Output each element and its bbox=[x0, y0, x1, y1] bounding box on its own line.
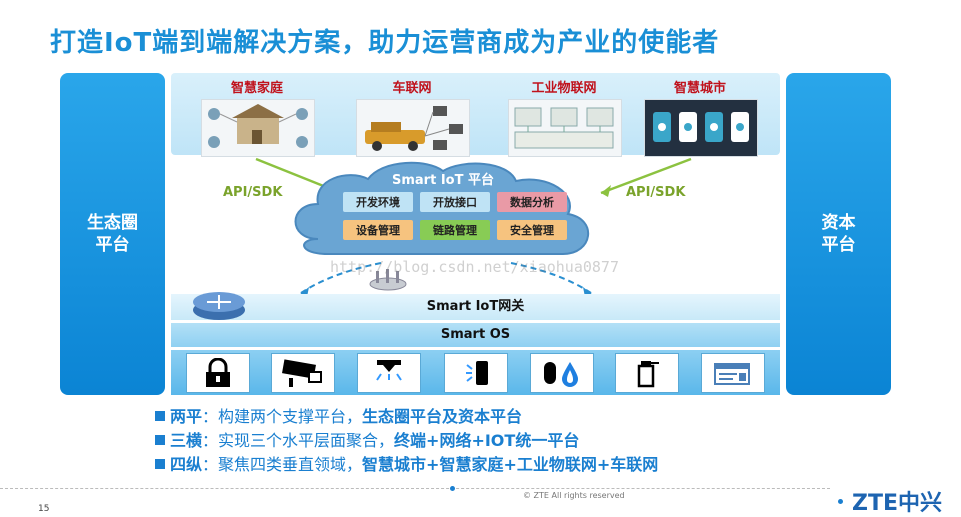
bullet-head: 两平 bbox=[170, 407, 203, 426]
bullet-head: 四纵 bbox=[170, 455, 203, 474]
bullet-item: 三横：实现三个水平层面聚合，终端+网络+IOT统一平台 bbox=[155, 429, 658, 453]
smart-os-layer: Smart OS bbox=[171, 323, 780, 347]
watermark: http://blog.csdn.net/xiaohua0877 bbox=[330, 258, 619, 276]
slide-title: 打造IoT端到端解决方案，助力运营商成为产业的使能者 bbox=[50, 28, 720, 58]
app-smart-home: 智慧家庭 bbox=[201, 77, 315, 157]
app-label: 车联网 bbox=[392, 81, 432, 96]
footer-dot-icon bbox=[838, 499, 843, 504]
module-data-analysis: 数据分析 bbox=[497, 192, 567, 212]
bullet-square-icon bbox=[155, 411, 165, 421]
iot-platform-cloud: Smart IoT 平台 开发环境 开放接口 数据分析 设备管理 链路管理 安全… bbox=[288, 159, 598, 269]
app-industrial-iot: 工业物联网 bbox=[508, 77, 622, 157]
bullet-item: 四纵：聚焦四类垂直领域，智慧城市+智慧家庭+工业物联网+车联网 bbox=[155, 453, 658, 477]
module-security-mgmt: 安全管理 bbox=[497, 220, 567, 240]
platform-title: Smart IoT 平台 bbox=[392, 173, 494, 188]
footer-divider bbox=[0, 488, 830, 490]
connected-car-illustration-icon bbox=[356, 99, 470, 157]
bullet-text: ：构建两个支撑平台， bbox=[202, 407, 363, 426]
app-label: 智慧家庭 bbox=[230, 81, 283, 96]
card-reader-icon bbox=[701, 353, 765, 393]
extinguisher-icon bbox=[615, 353, 679, 393]
architecture-center: 智慧家庭 车联网 bbox=[171, 73, 780, 395]
api-sdk-right: API/SDK bbox=[626, 185, 686, 200]
bullet-text: ：聚焦四类垂直领域， bbox=[202, 455, 363, 474]
summary-bullets: 两平：构建两个支撑平台，生态圈平台及资本平台 三横：实现三个水平层面聚合，终端+… bbox=[155, 405, 658, 477]
page-number: 15 bbox=[38, 504, 50, 514]
bullet-highlight: 生态圈平台及资本平台 bbox=[362, 407, 523, 426]
app-label: 工业物联网 bbox=[531, 81, 597, 96]
bullet-square-icon bbox=[155, 435, 165, 445]
bullet-square-icon bbox=[155, 459, 165, 469]
api-sdk-left: API/SDK bbox=[223, 185, 283, 200]
bullet-highlight: 终端+网络+IOT统一平台 bbox=[394, 431, 580, 450]
fire-water-sensor-icon bbox=[530, 353, 594, 393]
device-layer bbox=[171, 350, 780, 395]
sprinkler-icon bbox=[357, 353, 421, 393]
module-dev-env: 开发环境 bbox=[343, 192, 413, 212]
app-smart-city: 智慧城市 bbox=[644, 77, 758, 157]
smart-city-illustration-icon bbox=[644, 99, 758, 157]
bullet-head: 三横 bbox=[170, 431, 203, 450]
bullet-highlight: 智慧城市+智慧家庭+工业物联网+车联网 bbox=[362, 455, 659, 474]
ecosystem-platform-label: 生态圈 平台 bbox=[87, 213, 138, 255]
router-icon bbox=[193, 292, 245, 320]
camera-icon bbox=[271, 353, 335, 393]
industrial-iot-illustration-icon bbox=[508, 99, 622, 157]
capital-platform-panel: 资本 平台 bbox=[786, 73, 891, 395]
module-open-api: 开放接口 bbox=[420, 192, 490, 212]
light-switch-icon bbox=[444, 353, 508, 393]
ecosystem-platform-panel: 生态圈 平台 bbox=[60, 73, 165, 395]
app-connected-car: 车联网 bbox=[356, 77, 470, 157]
application-layer: 智慧家庭 车联网 bbox=[171, 73, 780, 157]
bullet-text: ：实现三个水平层面聚合， bbox=[202, 431, 395, 450]
bullet-item: 两平：构建两个支撑平台，生态圈平台及资本平台 bbox=[155, 405, 658, 429]
module-link-mgmt: 链路管理 bbox=[420, 220, 490, 240]
zte-logo: ZTE中兴 bbox=[852, 491, 942, 516]
lock-icon bbox=[186, 353, 250, 393]
iot-gateway-layer: Smart IoT网关 bbox=[171, 294, 780, 320]
module-device-mgmt: 设备管理 bbox=[343, 220, 413, 240]
footer-dot-icon bbox=[450, 486, 455, 491]
antenna-device-icon bbox=[369, 269, 407, 291]
copyright-text: © ZTE All rights reserved bbox=[523, 491, 625, 500]
capital-platform-label: 资本 平台 bbox=[821, 213, 856, 255]
app-label: 智慧城市 bbox=[673, 81, 726, 96]
smart-home-illustration-icon bbox=[201, 99, 315, 157]
